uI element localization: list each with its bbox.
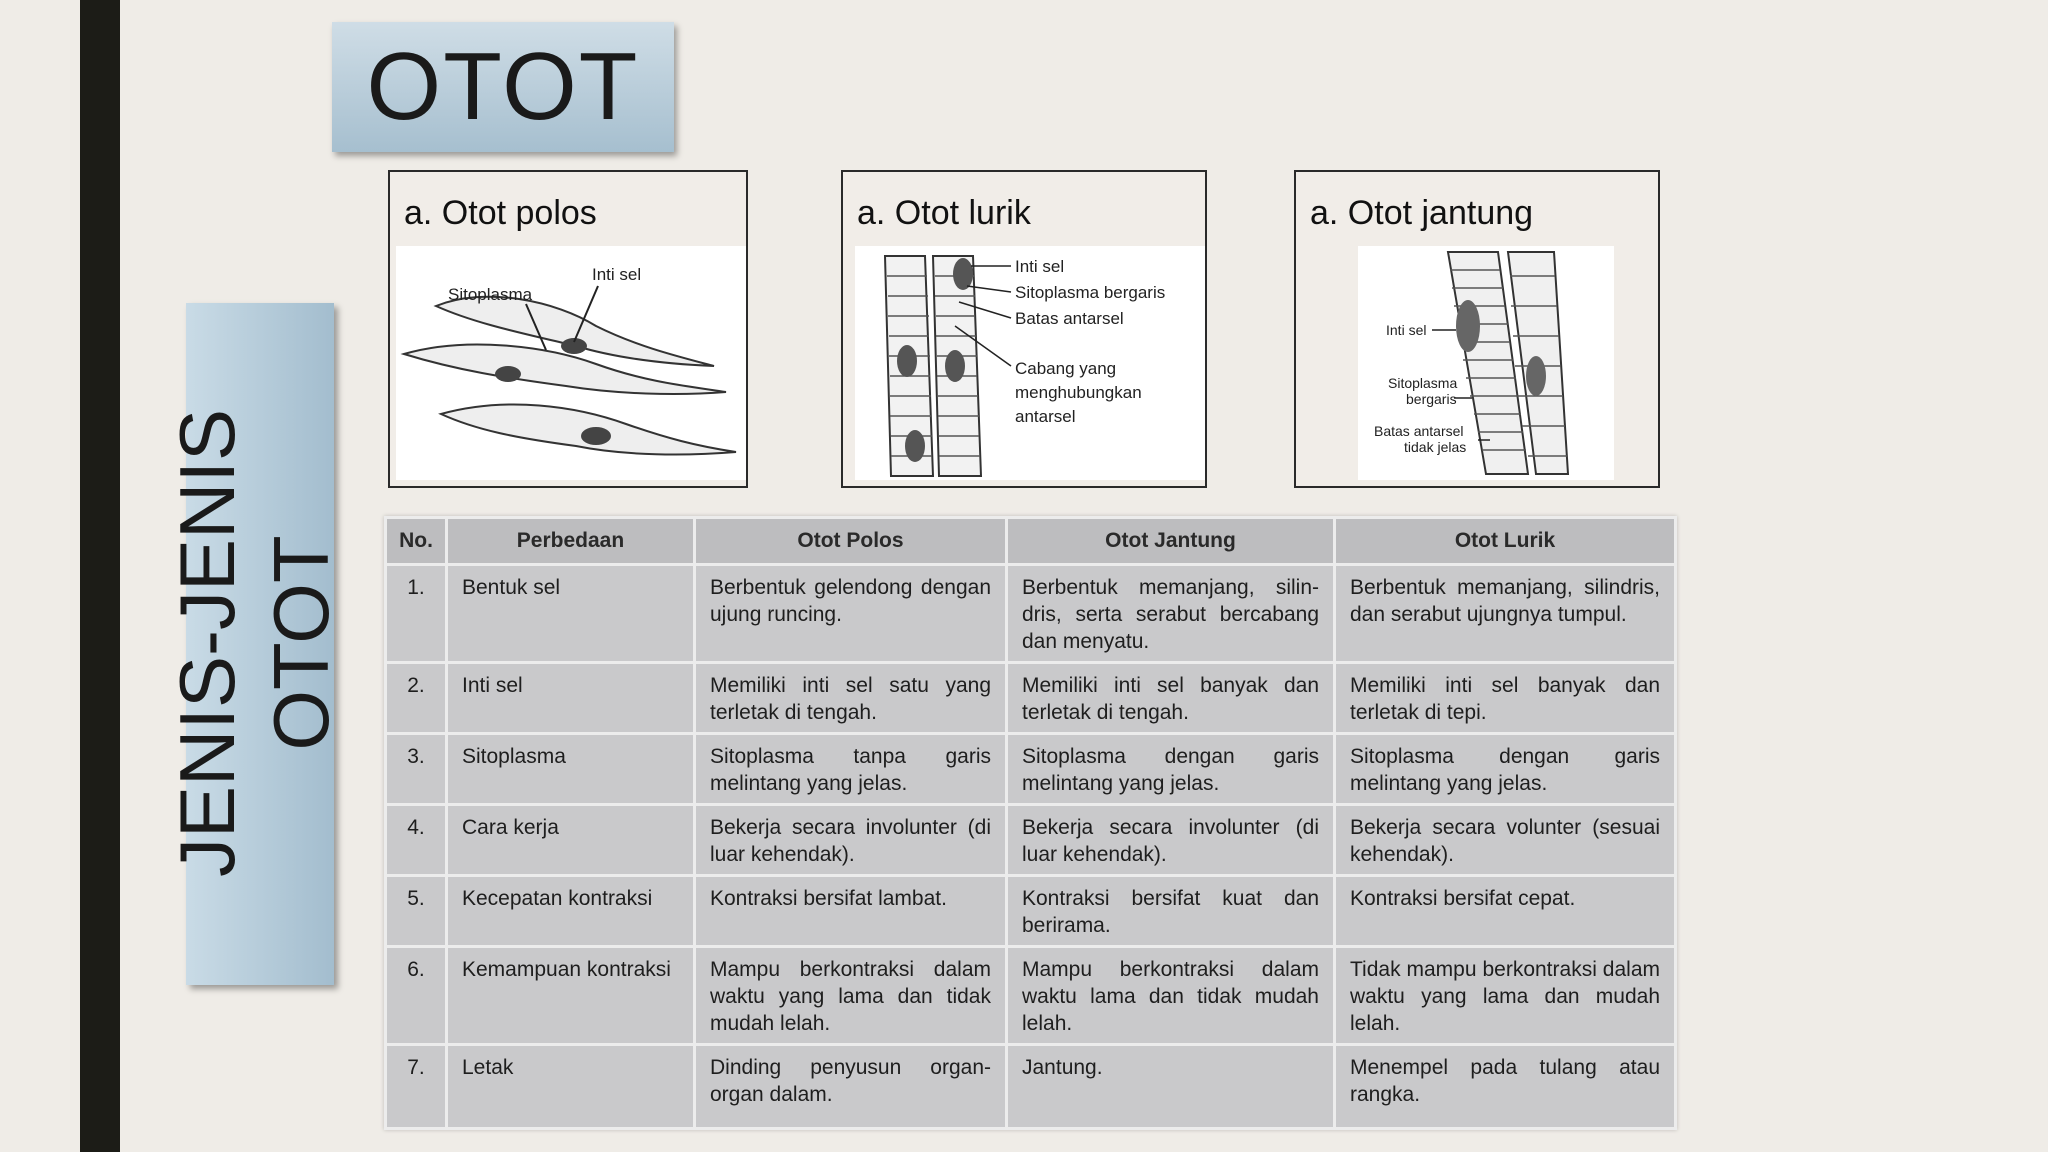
row-number: 5.: [384, 874, 448, 948]
label-bergaris: bergaris: [1406, 391, 1457, 407]
label-inti-sel: Inti sel: [1386, 322, 1426, 338]
cell-otot-lurik: Memiliki inti sel banyak dan terletak di…: [1333, 661, 1677, 735]
row-feature: Bentuk sel: [445, 563, 696, 664]
label-menghubungkan: menghubungkan: [1015, 383, 1142, 402]
row-number: 3.: [384, 732, 448, 806]
skeletal-muscle-illustration: Inti sel Sitoplasma bergaris Batas antar…: [855, 246, 1205, 480]
cell-otot-polos: Mampu berkontraksi dalam waktu yang lama…: [693, 945, 1008, 1046]
label-batas-antarsel: Batas antarsel: [1015, 309, 1124, 328]
header-otot-lurik: Otot Lurik: [1333, 516, 1677, 566]
label-tidak-jelas: tidak jelas: [1404, 439, 1466, 455]
page-title: OTOT: [366, 33, 640, 140]
label-inti-sel: Inti sel: [592, 265, 641, 284]
row-number: 1.: [384, 563, 448, 664]
cell-otot-lurik: Bekerja secara volunter (sesuai kehendak…: [1333, 803, 1677, 877]
title-banner: OTOT: [332, 22, 674, 152]
cell-otot-jantung: Jantung.: [1005, 1043, 1336, 1130]
row-feature: Cara kerja: [445, 803, 696, 877]
cell-otot-lurik: Berbentuk memanjang, silindris, dan sera…: [1333, 563, 1677, 664]
header-otot-polos: Otot Polos: [693, 516, 1008, 566]
panel-otot-lurik: a. Otot lurik: [841, 170, 1207, 488]
table-row: 4. Cara kerja Bekerja secara involunter …: [384, 803, 1677, 877]
panel-title: a. Otot polos: [404, 194, 597, 232]
left-accent-bar: [80, 0, 120, 1152]
cell-otot-polos: Memiliki inti sel satu yang terletak di …: [693, 661, 1008, 735]
table-row: 6. Kemampuan kontraksi Mampu berkontraks…: [384, 945, 1677, 1046]
cardiac-muscle-illustration: Inti sel Sitoplasma bergaris Batas antar…: [1358, 246, 1614, 480]
label-antarsel: antarsel: [1015, 407, 1075, 426]
cell-otot-lurik: Tidak mampu berkontraksi dalam waktu yan…: [1333, 945, 1677, 1046]
cell-otot-polos: Berbentuk gelendong dengan ujung runcing…: [693, 563, 1008, 664]
cell-otot-lurik: Sitoplasma dengan garis melintang yang j…: [1333, 732, 1677, 806]
row-number: 2.: [384, 661, 448, 735]
panel-title: a. Otot lurik: [857, 194, 1031, 232]
header-otot-jantung: Otot Jantung: [1005, 516, 1336, 566]
cell-otot-polos: Kontraksi bersifat lambat.: [693, 874, 1008, 948]
cell-otot-polos: Bekerja secara involunter (di luar kehen…: [693, 803, 1008, 877]
cell-otot-polos: Sitoplasma tanpa garis melintang yang je…: [693, 732, 1008, 806]
muscle-comparison-table: No. Perbedaan Otot Polos Otot Jantung Ot…: [384, 516, 1677, 1130]
side-banner: [186, 303, 334, 985]
row-number: 7.: [384, 1043, 448, 1130]
label-inti-sel: Inti sel: [1015, 257, 1064, 276]
cell-otot-jantung: Sitoplasma dengan garis melintang yang j…: [1005, 732, 1336, 806]
cell-otot-lurik: Menempel pada tulang atau rangka.: [1333, 1043, 1677, 1130]
table-row: 2. Inti sel Memiliki inti sel satu yang …: [384, 661, 1677, 735]
table-row: 5. Kecepatan kontraksi Kontraksi bersifa…: [384, 874, 1677, 948]
table-row: 1. Bentuk sel Berbentuk gelendong dengan…: [384, 563, 1677, 664]
table-header-row: No. Perbedaan Otot Polos Otot Jantung Ot…: [384, 516, 1677, 566]
cell-otot-jantung: Memiliki inti sel banyak dan terletak di…: [1005, 661, 1336, 735]
cell-otot-jantung: Kontraksi bersifat kuat dan berirama.: [1005, 874, 1336, 948]
panel-otot-polos: a. Otot polos Inti sel Sitoplasma: [388, 170, 748, 488]
smooth-muscle-illustration: Inti sel Sitoplasma: [396, 246, 746, 480]
panel-otot-jantung: a. Otot jantung: [1294, 170, 1660, 488]
label-cabang: Cabang yang: [1015, 359, 1116, 378]
row-feature: Letak: [445, 1043, 696, 1130]
row-feature: Kecepatan kontraksi: [445, 874, 696, 948]
row-feature: Inti sel: [445, 661, 696, 735]
label-sitoplasma: Sitoplasma: [448, 285, 533, 304]
table-row: 7. Letak Dinding penyusun organ-organ da…: [384, 1043, 1677, 1130]
label-sitoplasma: Sitoplasma: [1388, 375, 1457, 391]
header-perbedaan: Perbedaan: [445, 516, 696, 566]
row-number: 6.: [384, 945, 448, 1046]
label-sitoplasma-bergaris: Sitoplasma bergaris: [1015, 283, 1165, 302]
row-number: 4.: [384, 803, 448, 877]
row-feature: Sitoplasma: [445, 732, 696, 806]
header-no: No.: [384, 516, 448, 566]
side-title: JENIS-JENIS OTOT: [163, 408, 345, 878]
panel-title: a. Otot jantung: [1310, 194, 1534, 232]
cell-otot-jantung: Bekerja secara involunter (di luar kehen…: [1005, 803, 1336, 877]
row-feature: Kemampuan kontraksi: [445, 945, 696, 1046]
table-row: 3. Sitoplasma Sitoplasma tanpa garis mel…: [384, 732, 1677, 806]
label-batas-antarsel: Batas antarsel: [1374, 423, 1464, 439]
cell-otot-jantung: Berbentuk memanjang, silin-dris, serta s…: [1005, 563, 1336, 664]
cell-otot-polos: Dinding penyusun organ-organ dalam.: [693, 1043, 1008, 1130]
cell-otot-lurik: Kontraksi bersifat cepat.: [1333, 874, 1677, 948]
cell-otot-jantung: Mampu berkontraksi dalam waktu lama dan …: [1005, 945, 1336, 1046]
